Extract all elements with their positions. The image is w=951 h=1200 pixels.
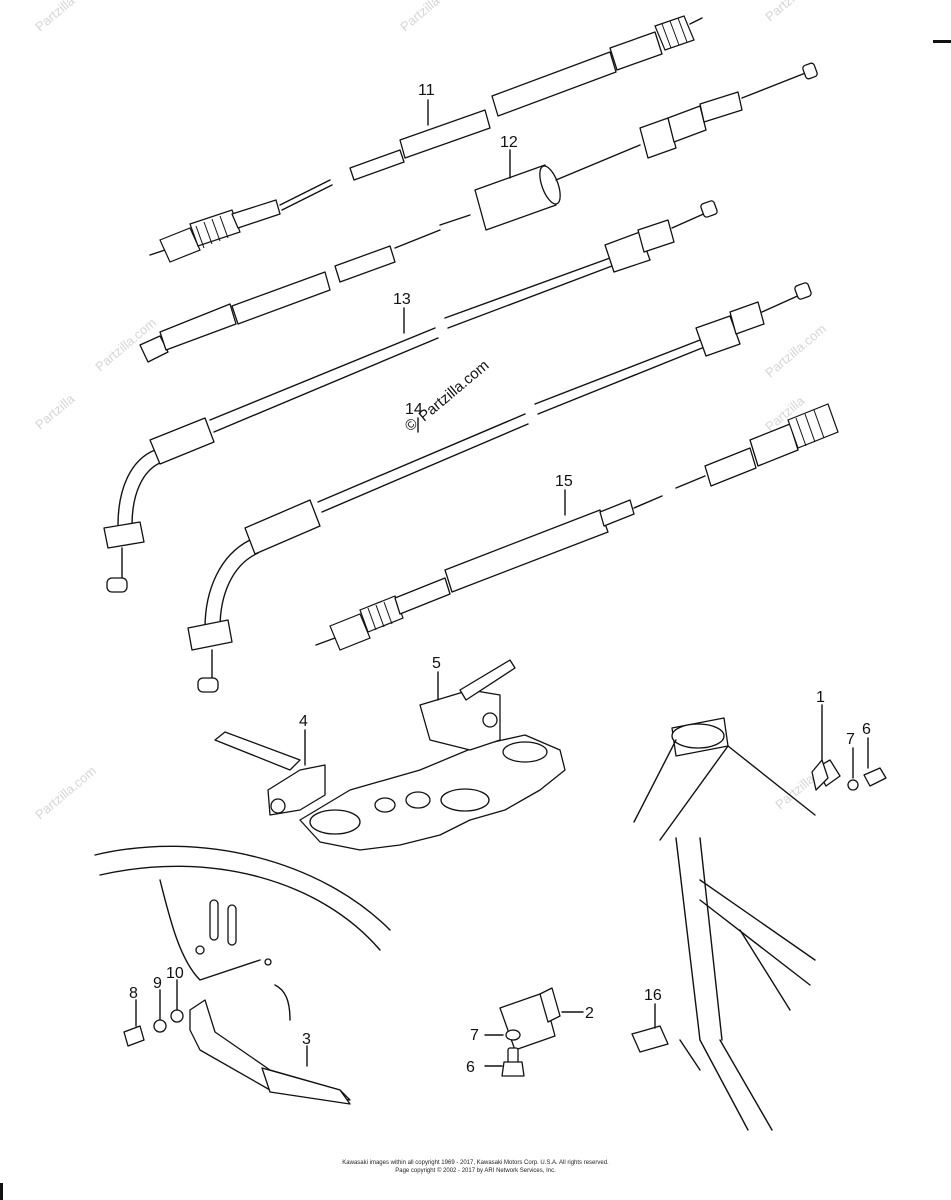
- callout-3: 3: [302, 1031, 311, 1048]
- callout-13: 13: [393, 291, 411, 308]
- watermark-top-center: Partzilla: [397, 0, 443, 34]
- watermark-right-side: Partzilla.com: [762, 321, 829, 380]
- cable-15: 15: [315, 403, 839, 651]
- callout-7-bottom: 7: [470, 1027, 479, 1044]
- copyright-line-1: Kawasaki images within all copyright 196…: [342, 1160, 609, 1166]
- callout-5: 5: [432, 655, 441, 672]
- callout-6-top: 6: [862, 721, 871, 738]
- cable-14: 14: [187, 282, 812, 693]
- callout-8: 8: [129, 985, 138, 1002]
- cable-11: 11: [149, 15, 703, 263]
- callout-4: 4: [299, 713, 308, 730]
- watermark-center: Partzilla.com: [416, 357, 493, 425]
- callout-16: 16: [644, 987, 662, 1004]
- watermark-top-right: Partzilla: [762, 0, 808, 24]
- callout-12: 12: [500, 134, 518, 151]
- bracket-2-group: 2 7 6: [466, 987, 594, 1077]
- callout-1: 1: [816, 689, 825, 706]
- callout-10: 10: [166, 965, 184, 982]
- fender-assembly: 3 8 9 10: [94, 845, 391, 1105]
- page-edge-mark-bottom-left: [0, 1183, 3, 1200]
- watermark-lower-right: Partzilla: [772, 771, 818, 813]
- callout-14: 14: [405, 401, 423, 418]
- callout-9: 9: [153, 975, 162, 992]
- triple-clamp-assembly: 4 5: [214, 655, 566, 851]
- callout-2: 2: [585, 1005, 594, 1022]
- frame-assembly: 1 7 6 16: [631, 689, 887, 1131]
- callout-6-bottom: 6: [466, 1059, 475, 1076]
- callout-7-top: 7: [846, 731, 855, 748]
- copyright-line-2: Page copyright © 2002 - 2017 by ARI Netw…: [395, 1168, 556, 1174]
- callout-15: 15: [555, 473, 573, 490]
- watermark-lower-left: Partzilla.com: [32, 763, 99, 822]
- page-edge-mark-top-right: [933, 40, 951, 43]
- cable-12: 12: [139, 62, 818, 363]
- watermark-top-left: Partzilla: [32, 0, 78, 34]
- watermark-mid-left: Partzilla: [32, 391, 78, 433]
- callout-11: 11: [418, 82, 435, 99]
- cable-13: 13: [103, 200, 718, 593]
- watermarks: Partzilla Partzilla Partzilla Partzilla …: [32, 0, 829, 822]
